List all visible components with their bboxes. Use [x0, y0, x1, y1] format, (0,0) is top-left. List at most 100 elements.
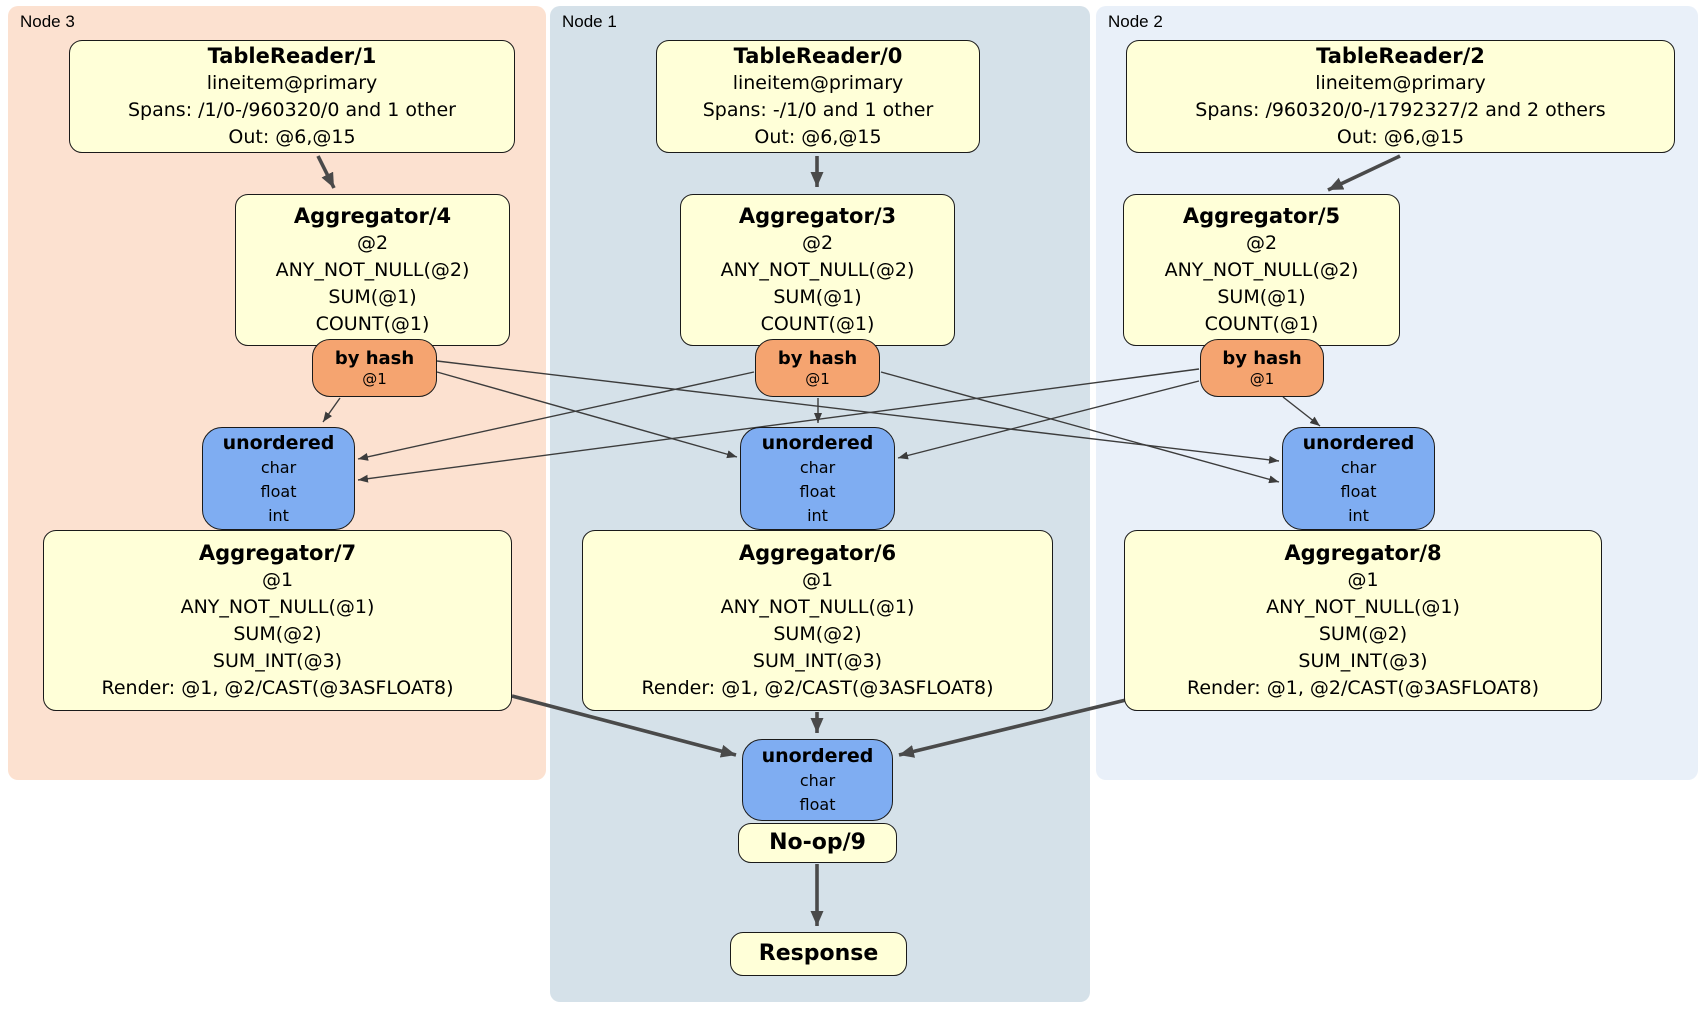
processor-aggregator-5: Aggregator/5 @2 ANY_NOT_NULL(@2) SUM(@1)…	[1123, 194, 1400, 346]
out-line: Out: @6,@15	[228, 125, 356, 148]
router-column: @1	[805, 370, 830, 388]
group-line: @1	[1347, 568, 1379, 591]
router-title: by hash	[777, 348, 858, 369]
processor-title: No-op/9	[769, 830, 866, 855]
response-node: Response	[730, 932, 907, 976]
agg-func-line: SUM(@2)	[773, 622, 862, 645]
edge-byhash-right-unordered-right	[1282, 396, 1321, 427]
agg-func-line: SUM(@2)	[233, 622, 322, 645]
agg-func-line: SUM(@1)	[1217, 285, 1306, 308]
sync-title: unordered	[222, 431, 335, 454]
group-line: @2	[801, 231, 834, 254]
processor-title: Aggregator/8	[1284, 540, 1442, 565]
sync-type: float	[1340, 481, 1377, 501]
sync-type: float	[799, 481, 836, 501]
sync-type: float	[260, 481, 297, 501]
sync-unordered-final: unordered char float	[742, 739, 893, 821]
render-line: Render: @1, @2/CAST(@3ASFLOAT8)	[101, 676, 454, 699]
processor-title: Aggregator/7	[198, 540, 357, 565]
agg-func-line: SUM(@1)	[328, 285, 417, 308]
edge-byhash-center-unordered-left	[357, 371, 755, 461]
sync-title: unordered	[761, 745, 874, 767]
agg-func-line: ANY_NOT_NULL(@2)	[720, 258, 915, 281]
processor-title: Aggregator/6	[738, 540, 897, 565]
sync-type: char	[260, 457, 297, 477]
index-line: lineitem@primary	[1315, 71, 1486, 94]
index-line: lineitem@primary	[206, 71, 378, 94]
agg-func-line: ANY_NOT_NULL(@2)	[275, 258, 470, 281]
processor-aggregator-6: Aggregator/6 @1 ANY_NOT_NULL(@1) SUM(@2)…	[582, 530, 1053, 711]
sync-type: int	[807, 505, 828, 525]
processor-aggregator-3: Aggregator/3 @2 ANY_NOT_NULL(@2) SUM(@1)…	[680, 194, 955, 346]
edge-aggregator7-unordered	[511, 694, 737, 758]
processor-title: Aggregator/3	[738, 203, 897, 228]
out-line: Out: @6,@15	[1336, 125, 1465, 148]
edge-byhash-left-unordered-right	[436, 360, 1280, 464]
router-column: @1	[1249, 370, 1275, 388]
processor-aggregator-8: Aggregator/8 @1 ANY_NOT_NULL(@1) SUM(@2)…	[1124, 530, 1602, 711]
sync-unordered-center: unordered char float int	[740, 427, 895, 530]
processor-title: TableReader/0	[733, 43, 903, 68]
agg-func-line: COUNT(@1)	[1204, 312, 1319, 335]
processor-title: TableReader/2	[1316, 43, 1485, 68]
region-label-node-2: Node 2	[1108, 12, 1163, 31]
spans-line: Spans: -/1/0 and 1 other	[702, 98, 934, 121]
index-line: lineitem@primary	[732, 71, 904, 94]
agg-func-line: SUM_INT(@3)	[752, 649, 883, 672]
edge-tablereader1-aggregator4	[316, 155, 336, 189]
agg-func-line: ANY_NOT_NULL(@1)	[180, 595, 375, 618]
sync-type: char	[799, 457, 836, 477]
sync-unordered-left: unordered char float int	[202, 427, 355, 530]
sync-type: char	[1340, 457, 1377, 477]
agg-func-line: SUM(@1)	[773, 285, 862, 308]
response-title: Response	[758, 941, 879, 966]
processor-tablereader-2: TableReader/2 lineitem@primary Spans: /9…	[1126, 40, 1675, 153]
group-line: @1	[801, 568, 834, 591]
router-by-hash-right: by hash @1	[1200, 339, 1324, 397]
region-label-node-3: Node 3	[20, 12, 75, 31]
edge-byhash-left-unordered-center	[436, 371, 738, 459]
router-column: @1	[362, 370, 387, 388]
processor-aggregator-4: Aggregator/4 @2 ANY_NOT_NULL(@2) SUM(@1)…	[235, 194, 510, 346]
processor-aggregator-7: Aggregator/7 @1 ANY_NOT_NULL(@1) SUM(@2)…	[43, 530, 512, 711]
agg-func-line: COUNT(@1)	[760, 312, 875, 335]
edge-tablereader2-aggregator5	[1327, 154, 1401, 192]
agg-func-line: SUM_INT(@3)	[1298, 649, 1428, 672]
edge-byhash-left-unordered-left	[322, 397, 341, 423]
out-line: Out: @6,@15	[754, 125, 882, 148]
router-by-hash-left: by hash @1	[312, 339, 437, 397]
render-line: Render: @1, @2/CAST(@3ASFLOAT8)	[641, 676, 994, 699]
agg-func-line: SUM(@2)	[1318, 622, 1408, 645]
sync-type: float	[799, 795, 836, 814]
spans-line: Spans: /1/0-/960320/0 and 1 other	[128, 98, 456, 121]
router-title: by hash	[1222, 348, 1302, 369]
agg-func-line: ANY_NOT_NULL(@1)	[720, 595, 915, 618]
spans-line: Spans: /960320/0-/1792327/2 and 2 others	[1195, 98, 1606, 121]
agg-func-line: ANY_NOT_NULL(@1)	[1266, 595, 1460, 618]
agg-func-line: SUM_INT(@3)	[212, 649, 343, 672]
sync-title: unordered	[1302, 431, 1415, 454]
group-line: @2	[1245, 231, 1278, 254]
group-line: @1	[261, 568, 294, 591]
sync-type: char	[799, 771, 836, 790]
edge-aggregator8-unordered	[898, 698, 1127, 758]
sync-unordered-right: unordered char float int	[1282, 427, 1435, 530]
sync-type: int	[268, 505, 289, 525]
processor-noop-9: No-op/9	[738, 823, 897, 863]
processor-tablereader-1: TableReader/1 lineitem@primary Spans: /1…	[69, 40, 515, 153]
edge-byhash-center-unordered-right	[880, 371, 1280, 484]
router-by-hash-center: by hash @1	[755, 339, 880, 397]
edge-byhash-right-unordered-left	[357, 368, 1200, 483]
edge-byhash-right-unordered-center	[897, 380, 1200, 460]
processor-title: Aggregator/5	[1182, 203, 1341, 228]
sync-type: int	[1348, 505, 1369, 525]
processor-tablereader-0: TableReader/0 lineitem@primary Spans: -/…	[656, 40, 980, 153]
agg-func-line: ANY_NOT_NULL(@2)	[1164, 258, 1359, 281]
region-label-node-1: Node 1	[562, 12, 617, 31]
agg-func-line: COUNT(@1)	[315, 312, 430, 335]
render-line: Render: @1, @2/CAST(@3ASFLOAT8)	[1187, 676, 1539, 699]
processor-title: Aggregator/4	[293, 203, 452, 228]
router-title: by hash	[334, 348, 415, 369]
